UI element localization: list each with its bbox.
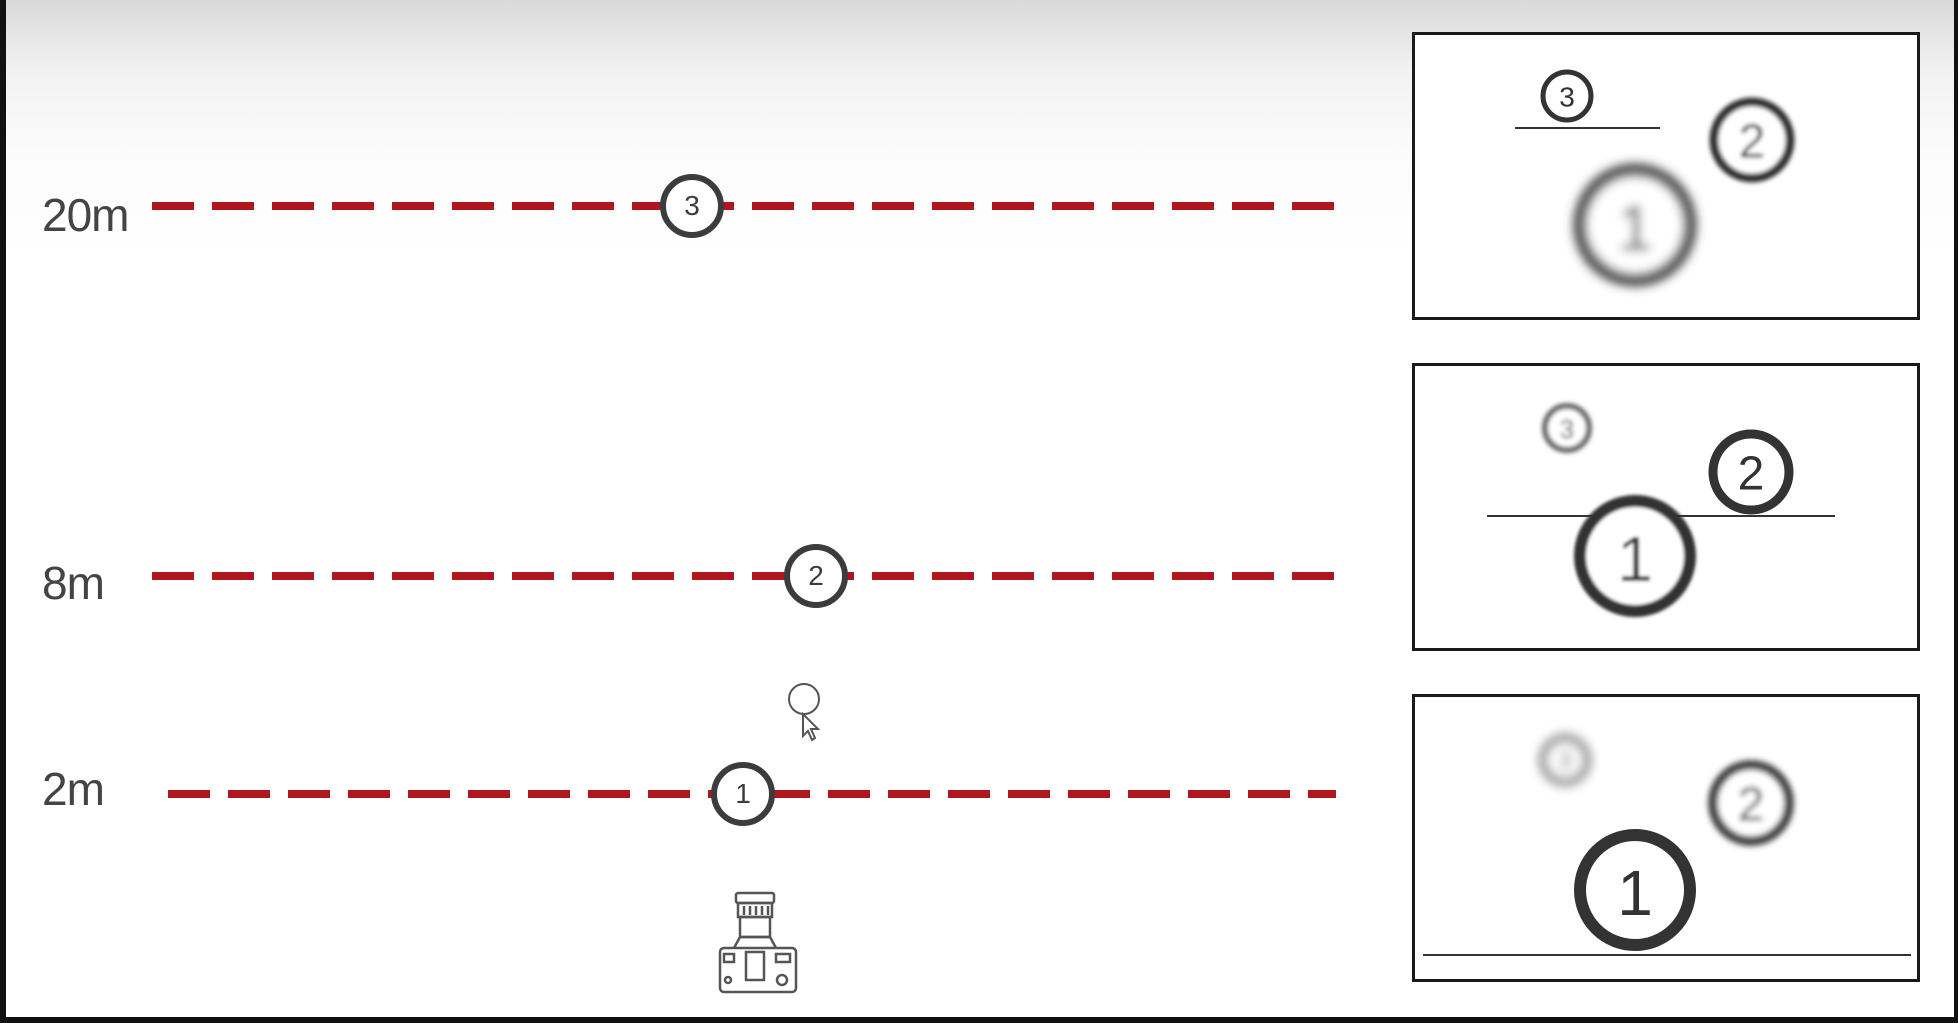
panel2-marker-2: 2: [1708, 429, 1794, 515]
preview-panel-focus-8m: 3 2 1: [1412, 363, 1920, 651]
panel2-marker-1: 1: [1574, 495, 1696, 617]
frame-edge-left: [0, 0, 6, 1023]
svg-text:2: 2: [1738, 779, 1765, 832]
panel2-marker-3: 3: [1542, 403, 1592, 453]
panel3-marker-1: 1: [1574, 829, 1696, 951]
svg-text:2: 2: [1738, 448, 1765, 501]
panel1-marker-3: 3: [1540, 69, 1594, 123]
panel3-marker-3: 3: [1539, 734, 1591, 786]
svg-text:3: 3: [1559, 82, 1575, 113]
subject-marker-3: 3: [660, 174, 724, 238]
svg-text:3: 3: [1560, 414, 1574, 444]
distance-line-8m: [152, 572, 1336, 580]
distance-label-20m: 20m: [42, 189, 129, 241]
panel1-marker-1: 1: [1573, 163, 1697, 287]
distance-label-8m: 8m: [42, 557, 105, 609]
cursor-icon: [788, 683, 821, 742]
distance-label-2m: 2m: [42, 763, 105, 815]
distance-line-20m: [152, 202, 1336, 210]
preview-panel-focus-20m: 3 2 1: [1412, 32, 1920, 320]
frame-edge-bottom: [0, 1017, 1958, 1023]
frame-edge-right: [1954, 0, 1958, 1023]
subject-marker-2: 2: [784, 544, 848, 608]
svg-text:3: 3: [1558, 748, 1571, 775]
subject-marker-1: 1: [711, 762, 775, 826]
svg-text:1: 1: [1617, 857, 1653, 929]
preview-panel-focus-2m: 3 2 1: [1412, 694, 1920, 982]
svg-text:2: 2: [1739, 116, 1766, 169]
camera-icon: [718, 891, 798, 994]
svg-text:1: 1: [1617, 523, 1653, 595]
panel3-marker-2: 2: [1708, 760, 1794, 846]
panel1-marker-2: 2: [1709, 97, 1795, 183]
svg-text:1: 1: [1617, 192, 1653, 264]
